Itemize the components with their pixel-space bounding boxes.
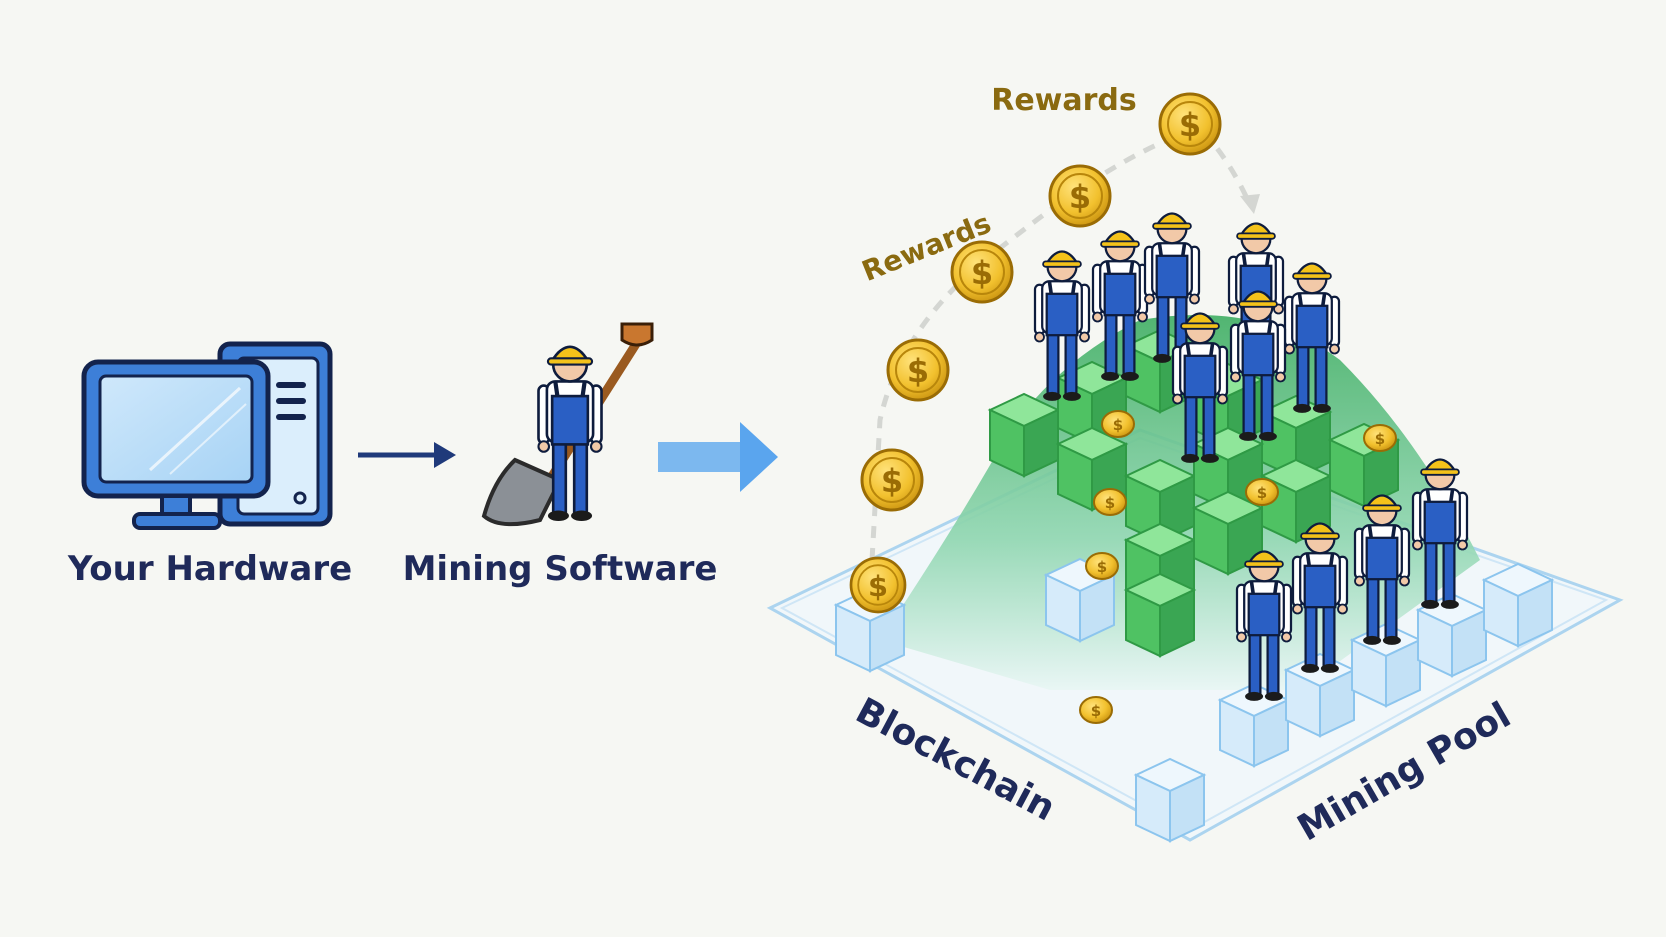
rewards-label-top: Rewards (991, 83, 1137, 118)
blockchain-block (1135, 758, 1205, 842)
dollar-coin-icon (1158, 92, 1222, 156)
dollar-coin-icon (860, 448, 924, 512)
hardware-label: Your Hardware (67, 549, 352, 589)
dollar-coin-icon (1085, 552, 1119, 580)
dollar-coin-icon (1048, 164, 1112, 228)
software-label: Mining Software (403, 549, 718, 589)
dollar-coin-icon (1093, 488, 1127, 516)
dollar-coin-icon (1079, 696, 1113, 724)
dollar-coin-icon (1245, 478, 1279, 506)
dollar-coin-icon (1363, 424, 1397, 452)
arrow-right-icon (358, 442, 456, 468)
desktop-computer-icon (81, 341, 333, 530)
dollar-coin-icon (886, 338, 950, 402)
dollar-coin-icon (849, 556, 907, 614)
miner-with-shovel-icon (481, 322, 654, 527)
arrow-right-large-icon (658, 422, 778, 492)
dollar-coin-icon (1101, 410, 1135, 438)
